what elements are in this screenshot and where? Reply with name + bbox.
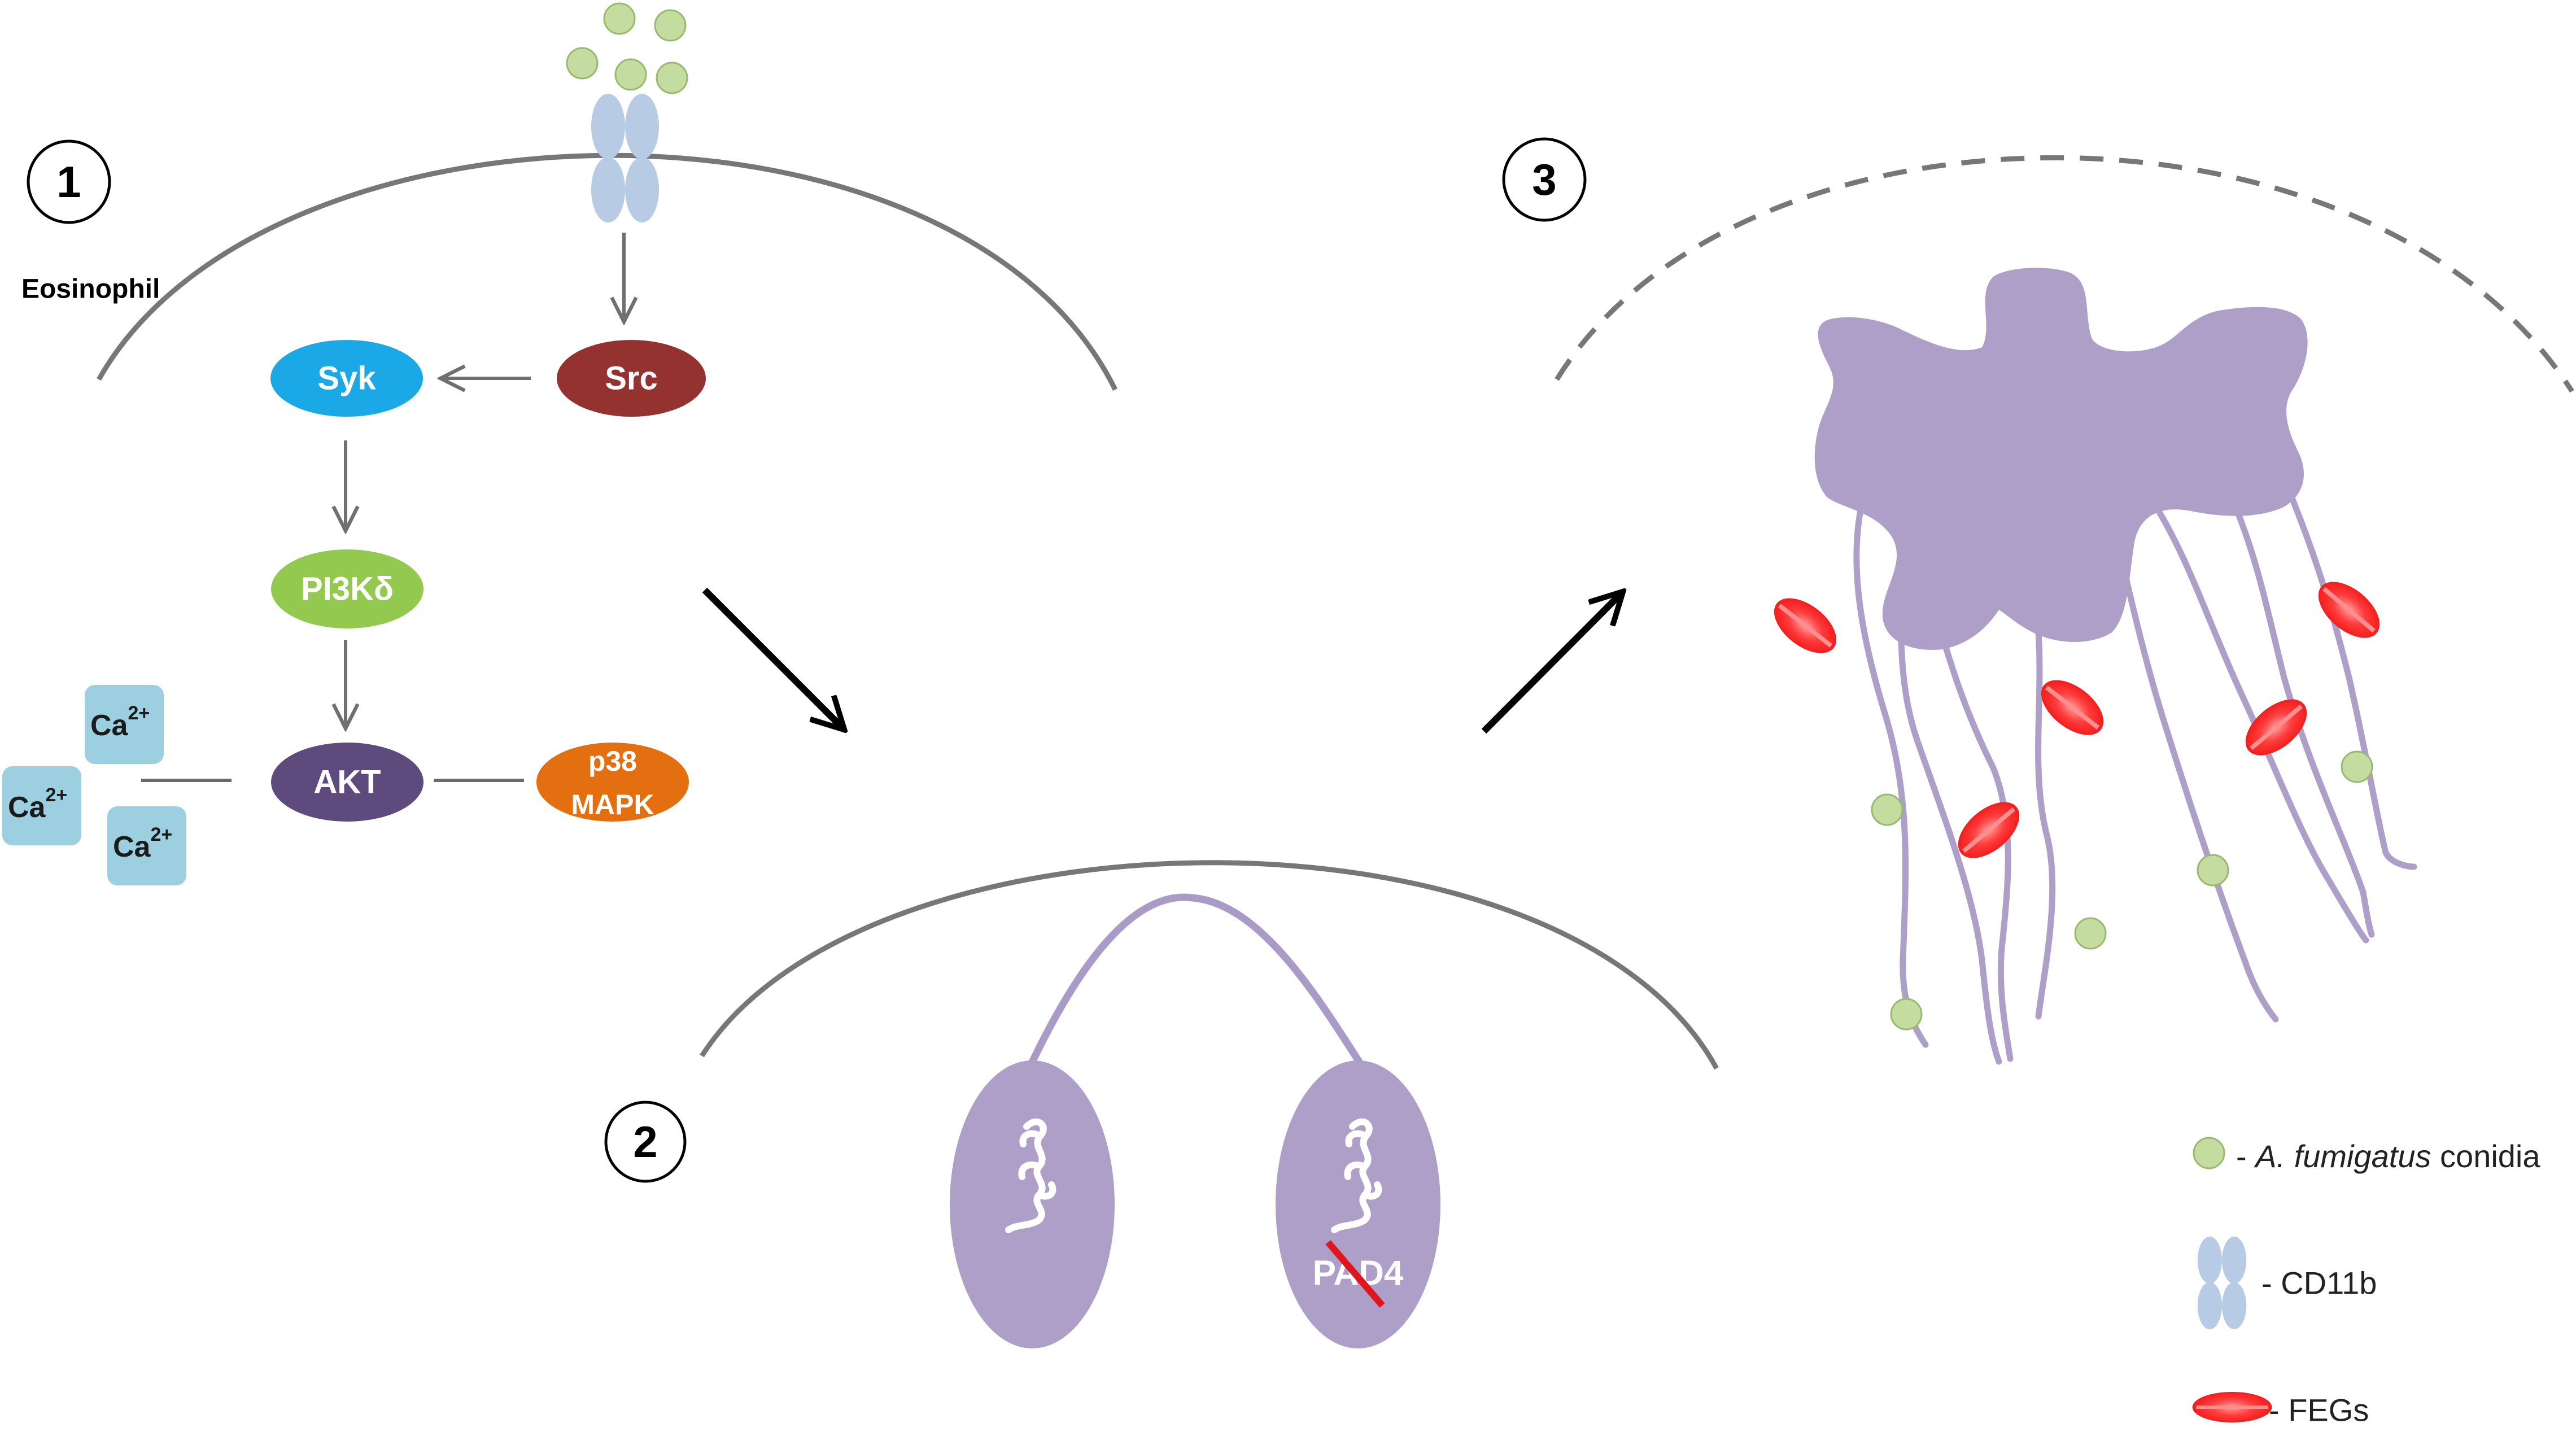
nucleus-lobe-right: PAD4 (1276, 1060, 1440, 1348)
svg-text:Ca2+: Ca2+ (8, 784, 67, 824)
lysed-eosinophil-body (1814, 268, 2308, 650)
svg-text:PI3Kδ: PI3Kδ (301, 571, 394, 608)
svg-text:Ca2+: Ca2+ (113, 824, 172, 863)
syk-node: Syk (270, 340, 423, 417)
akt-node: AKT (271, 743, 423, 822)
nucleus-lobe-left (950, 1060, 1115, 1348)
feg-granule-icon (2193, 1392, 2272, 1422)
calcium-ion: Ca2+ (107, 806, 186, 885)
svg-text:- CD11b: - CD11b (2261, 1265, 2377, 1301)
svg-text:Syk: Syk (317, 360, 376, 397)
chromatin-coil-icon (1331, 1118, 1382, 1233)
eosinophil-extracellular-traps (1853, 482, 2417, 1065)
legend-fegs: - FEGs (2193, 1392, 2369, 1428)
step-3-marker: 3 (1502, 137, 1587, 222)
arrow-step1-to-step2 (702, 587, 843, 728)
conidia-circle-icon (2193, 1137, 2225, 1169)
legend: - A. fumigatus conidia - CD11b - FEGs (2193, 1137, 2540, 1428)
pi3k-node: PI3Kδ (271, 549, 423, 628)
svg-text:AKT: AKT (313, 764, 381, 801)
calcium-ion: Ca2+ (2, 766, 81, 845)
trapped-conidia (1871, 750, 2373, 1031)
step-1-marker: 1 (27, 139, 111, 224)
svg-text:p38: p38 (588, 745, 637, 777)
svg-text:Src: Src (605, 360, 658, 397)
legend-cd11b: - CD11b (2197, 1236, 2377, 1330)
svg-text:3: 3 (1532, 155, 1556, 204)
svg-text:- FEGs: - FEGs (2269, 1392, 2369, 1428)
eosinophil-label: Eosinophil (21, 274, 160, 304)
p38-mapk-node: p38 MAPK (536, 743, 689, 822)
pad4-deleted-strike-icon (1325, 1240, 1385, 1308)
svg-text:1: 1 (56, 157, 81, 207)
nucleus-membrane (700, 860, 1719, 1070)
step-2-marker: 2 (604, 1101, 687, 1183)
lysed-cell-membrane (1555, 155, 2574, 393)
chromatin-coil-icon (1005, 1118, 1056, 1233)
conidia-cluster (566, 2, 688, 94)
cd11b-receptor-icon (2197, 1236, 2247, 1330)
legend-conidia: - A. fumigatus conidia (2193, 1137, 2540, 1174)
svg-text:MAPK: MAPK (571, 789, 654, 820)
svg-text:2: 2 (633, 1117, 657, 1167)
svg-text:- A. fumigatus conidia: - A. fumigatus conidia (2236, 1138, 2540, 1174)
svg-text:Ca2+: Ca2+ (90, 702, 150, 742)
arrow-step2-to-step3 (1481, 593, 1622, 734)
src-node: Src (557, 340, 706, 417)
chromatin-strand (1027, 893, 1365, 1068)
calcium-ion: Ca2+ (85, 685, 164, 764)
